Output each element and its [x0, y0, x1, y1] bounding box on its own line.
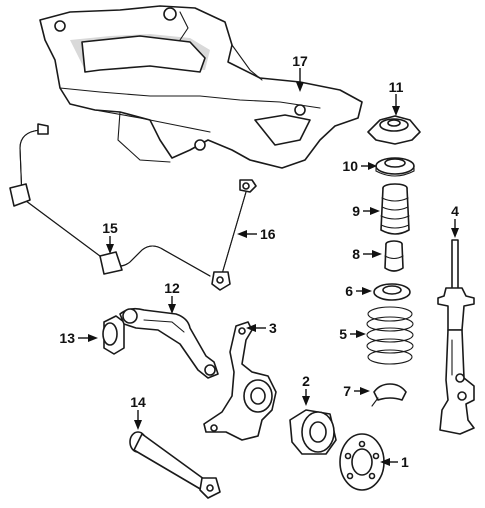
arrow-11 — [392, 106, 400, 116]
leaders — [78, 68, 459, 466]
arrow-5 — [356, 330, 366, 338]
callout-16: 16 — [260, 226, 276, 242]
callout-labels: 17 11 10 9 8 6 5 7 4 16 15 12 13 3 2 1 1… — [59, 53, 459, 470]
callout-12: 12 — [164, 280, 180, 296]
arrow-12 — [168, 304, 176, 314]
callout-1: 1 — [401, 454, 409, 470]
arrow-3 — [246, 324, 256, 332]
arrow-8 — [372, 250, 382, 258]
part-dust-boot — [380, 183, 410, 235]
callout-17: 17 — [292, 53, 308, 69]
part-bearing — [375, 157, 415, 177]
part-strut — [437, 239, 475, 435]
arrow-16 — [237, 230, 247, 238]
callout-3: 3 — [269, 320, 277, 336]
callout-10: 10 — [342, 158, 358, 174]
arrow-6 — [362, 287, 372, 295]
part-subframe — [39, 5, 363, 169]
part-bump-stop — [384, 240, 404, 272]
callout-11: 11 — [389, 79, 404, 95]
part-hub — [339, 433, 385, 491]
arrow-1 — [380, 458, 390, 466]
arrow-10 — [368, 162, 377, 170]
part-bushing — [102, 315, 125, 355]
part-wheel-bearing — [289, 409, 337, 455]
arrow-17 — [296, 82, 304, 92]
callout-8: 8 — [352, 246, 360, 262]
callout-5: 5 — [339, 326, 347, 342]
arrow-2 — [302, 396, 310, 406]
arrow-14 — [134, 420, 142, 430]
arrow-15 — [106, 244, 114, 254]
part-stabilizer-bar — [9, 123, 211, 277]
part-strut-mount — [367, 115, 421, 145]
part-tension-strut — [129, 431, 221, 499]
arrow-9 — [370, 207, 380, 215]
callout-9: 9 — [352, 203, 360, 219]
part-spring-seat — [373, 283, 411, 301]
arrow-7 — [360, 387, 370, 395]
callout-14: 14 — [130, 394, 146, 410]
callout-7: 7 — [343, 383, 351, 399]
callout-2: 2 — [302, 373, 310, 389]
arrow-4 — [451, 228, 459, 238]
part-stabilizer-link — [211, 179, 257, 291]
callout-13: 13 — [59, 330, 75, 346]
arrow-13 — [88, 334, 98, 342]
callout-15: 15 — [102, 220, 118, 236]
part-coil-spring — [366, 306, 414, 365]
callout-6: 6 — [345, 283, 353, 299]
callout-4: 4 — [451, 203, 459, 219]
part-control-arm — [119, 307, 219, 379]
part-steering-knuckle — [203, 321, 277, 441]
part-lower-isolator — [371, 383, 407, 407]
